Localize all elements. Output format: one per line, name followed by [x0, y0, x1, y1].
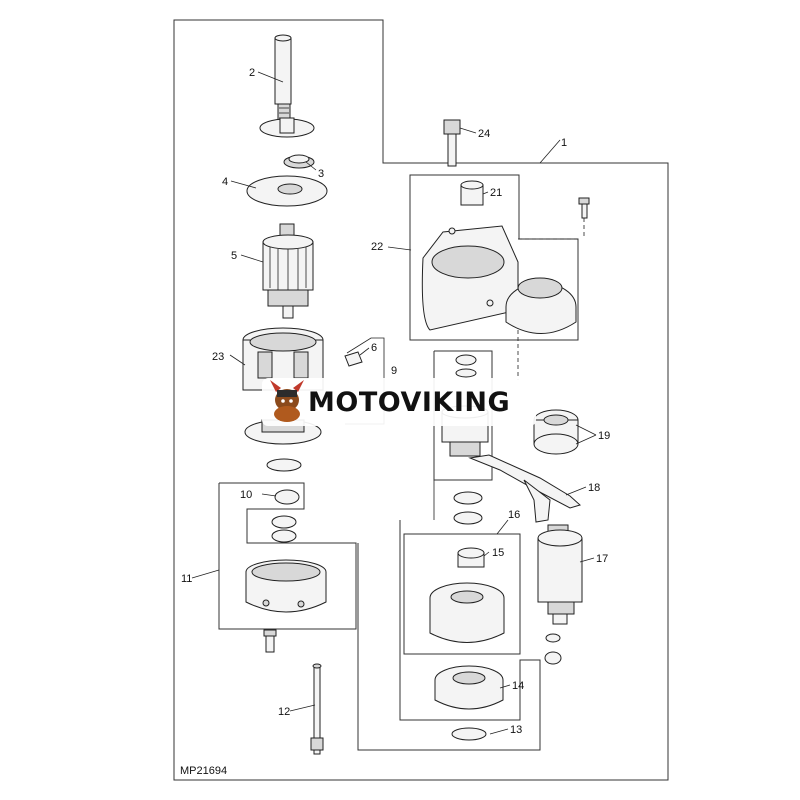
- part-sleeve-15: [457, 547, 485, 568]
- part-washer: [266, 458, 302, 472]
- callout-17: 17: [596, 553, 608, 565]
- part-ring-a: [455, 354, 477, 366]
- part-lever-bracket: [523, 479, 551, 523]
- group-13-frame: [357, 520, 541, 751]
- callout-9: 9: [391, 365, 397, 377]
- part-bushing-21: [460, 180, 484, 206]
- viking-logo-icon: [270, 380, 304, 422]
- part-small-bolt: [263, 629, 277, 653]
- callout-3: 3: [318, 168, 324, 180]
- part-washer-plate: [246, 175, 328, 207]
- part-small-screw: [578, 197, 590, 238]
- part-plunger-seals: [533, 409, 579, 455]
- part-shaft: [259, 34, 315, 138]
- diagram-frame: [173, 19, 669, 781]
- part-nut: [544, 651, 562, 665]
- callout-21: 21: [490, 187, 502, 199]
- callout-12: 12: [278, 706, 290, 718]
- callout-16: 16: [508, 509, 520, 521]
- part-pinion-gear: [283, 154, 315, 169]
- callout-18: 18: [588, 482, 600, 494]
- callout-14: 14: [512, 680, 524, 692]
- callout-15: 15: [492, 547, 504, 559]
- part-solenoid: [537, 524, 583, 625]
- leader-lines: [191, 71, 597, 735]
- callout-5: 5: [231, 250, 237, 262]
- group-drive-frame: [433, 350, 493, 481]
- part-bolt-24: [443, 119, 461, 167]
- group-10-frame: [218, 482, 357, 630]
- callout-23: 23: [212, 351, 224, 363]
- callout-2: 2: [249, 67, 255, 79]
- part-seal-a: [271, 515, 297, 529]
- callout-22: 22: [371, 241, 383, 253]
- part-washer-c: [453, 491, 483, 505]
- figure-id: MP21694: [180, 765, 227, 777]
- part-bearing: [434, 665, 504, 710]
- callout-13: 13: [510, 724, 522, 736]
- part-end-housing: [245, 559, 327, 613]
- part-field-frame: [242, 327, 324, 445]
- part-drum: [429, 582, 505, 643]
- callout-4: 4: [222, 176, 228, 188]
- part-gear-housing: [421, 225, 519, 331]
- part-washer-d: [453, 511, 483, 525]
- part-spring-washer: [545, 633, 561, 643]
- group-16-frame: [403, 533, 521, 655]
- callout-11: 11: [181, 573, 192, 585]
- part-solenoid-cover: [505, 277, 577, 334]
- callout-10: 10: [240, 489, 252, 501]
- part-armature: [262, 223, 314, 319]
- part-ring-b: [455, 368, 477, 378]
- callout-24: 24: [478, 128, 490, 140]
- watermark-brand: MOTOVIKING: [308, 387, 510, 418]
- watermark-banner: MOTOVIKING: [262, 378, 536, 426]
- callout-6: 6: [371, 342, 377, 354]
- callout-labels: 1 2 3 4 5 6 9 10 11 12 13 14 15 16 17 18…: [181, 67, 610, 736]
- callout-1: 1: [561, 137, 567, 149]
- part-washer-13: [451, 727, 487, 741]
- callout-19: 19: [598, 430, 610, 442]
- part-bushing: [274, 489, 300, 505]
- part-through-bolt: [310, 663, 324, 755]
- part-seal-b: [271, 529, 297, 543]
